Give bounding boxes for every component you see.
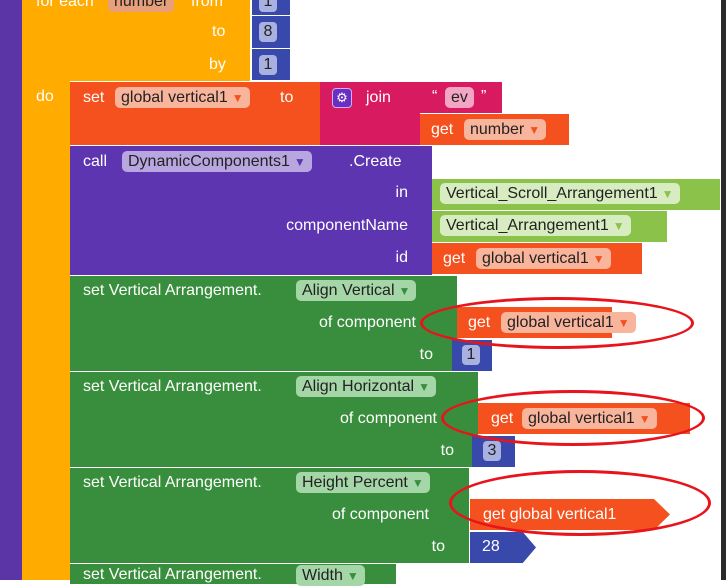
number-value[interactable]: 1 [462,345,480,365]
number-value[interactable]: 3 [483,441,501,461]
of-component-label: of component [332,506,429,523]
for-each-do-column [22,81,70,580]
in-value: Vertical_Scroll_Arrangement1 [446,185,658,202]
to-number-block[interactable]: 8 [252,16,290,48]
dropdown-arrow-icon: ▼ [528,123,541,137]
loop-variable-field[interactable]: number [108,0,175,12]
global-variable-dropdown[interactable]: global vertical1▼ [115,87,250,108]
do-label: do [36,88,54,105]
component-name-label: componentName [286,217,408,234]
arrangement-type-block[interactable]: Vertical_Arrangement1▼ [432,211,667,242]
component-name-value: Vertical_Arrangement1 [446,217,609,234]
dropdown-arrow-icon: ▼ [418,380,430,394]
method-label: .Create [349,153,402,170]
to-label: to [419,346,433,363]
get-label: get [443,250,466,267]
arrangement-type-dropdown[interactable]: Vertical_Arrangement1▼ [440,215,631,236]
setter-label: set Vertical Arrangement. [83,378,262,395]
annotation-ellipse [420,297,694,349]
set-global-block[interactable]: set global vertical1▼ to [70,82,320,145]
join-label: join [366,89,391,106]
component-dropdown[interactable]: DynamicComponents1▼ [122,151,312,172]
scroll-arrangement-block[interactable]: Vertical_Scroll_Arrangement1▼ [432,179,720,210]
to-label: to [440,442,454,459]
setter-label: set Vertical Arrangement. [83,282,262,299]
dropdown-arrow-icon: ▼ [293,155,306,169]
workspace-edge [721,0,726,580]
of-component-label: of component [340,410,437,427]
dropdown-arrow-icon: ▼ [231,91,244,105]
join-block[interactable]: ⚙ join [320,82,420,145]
setter-label: set Vertical Arrangement. [83,566,262,583]
close-quote: ” [481,88,487,105]
outer-procedure-block[interactable] [0,0,22,580]
by-value[interactable]: 1 [259,55,277,75]
property-dropdown[interactable]: Align Vertical▼ [296,280,417,301]
variable-name: global vertical1 [482,250,589,267]
scroll-arrangement-dropdown[interactable]: Vertical_Scroll_Arrangement1▼ [440,183,680,204]
by-number-block[interactable]: 1 [252,49,290,80]
set-width-block[interactable]: set Vertical Arrangement. Width▼ [70,564,396,586]
number-block[interactable]: 28 [470,532,536,563]
gear-icon[interactable]: ⚙ [332,88,352,108]
text-value[interactable]: ev [445,87,474,108]
in-label: in [395,184,408,201]
annotation-ellipse [449,470,711,536]
text-string-block[interactable]: “ ev ” [420,82,502,113]
dropdown-arrow-icon: ▼ [398,284,411,298]
property-dropdown[interactable]: Width▼ [296,565,365,586]
id-label: id [395,249,408,266]
variable-name: number [470,121,525,138]
to-value[interactable]: 8 [259,22,277,42]
to-label: to [212,23,226,40]
set-height-percent-block[interactable]: set Vertical Arrangement. Height Percent… [70,468,469,563]
from-value[interactable]: 1 [259,0,277,12]
dropdown-arrow-icon: ▼ [612,219,625,233]
property-name: Align Vertical [302,282,395,299]
setter-label: set Vertical Arrangement. [83,474,262,491]
property-name: Align Horizontal [302,378,415,395]
number-dropdown[interactable]: number▼ [464,119,547,140]
to-label: to [431,538,445,555]
dropdown-arrow-icon: ▼ [592,252,605,266]
for-each-label: for each [36,0,94,10]
get-label: get [431,121,454,138]
set-align-horizontal-block[interactable]: set Vertical Arrangement. Align Horizont… [70,372,478,467]
from-number-block[interactable]: 1 [252,0,290,15]
for-each-block[interactable] [22,0,250,81]
from-label: from [191,0,223,10]
call-create-block[interactable]: call DynamicComponents1▼ .Create in comp… [70,146,432,275]
dropdown-arrow-icon: ▼ [661,187,674,201]
component-name: DynamicComponents1 [128,153,290,170]
property-name: Width [302,567,343,584]
dropdown-arrow-icon: ▼ [346,569,359,583]
id-variable-dropdown[interactable]: global vertical1▼ [476,248,611,269]
property-dropdown[interactable]: Align Horizontal▼ [296,376,436,397]
set-align-vertical-block[interactable]: set Vertical Arrangement. Align Vertical… [70,276,457,371]
number-value[interactable]: 28 [482,538,500,555]
by-label: by [209,56,226,73]
property-name: Height Percent [302,474,408,491]
get-number-block[interactable]: get number▼ [420,114,569,145]
get-id-block[interactable]: get global vertical1▼ [432,243,642,274]
to-label: to [280,89,294,106]
annotation-ellipse [441,390,705,446]
open-quote: “ [432,88,438,105]
property-dropdown[interactable]: Height Percent▼ [296,472,430,493]
call-label: call [83,153,108,170]
global-variable-name: global vertical1 [121,89,228,106]
set-label: set [83,89,105,106]
of-component-label: of component [319,314,416,331]
dropdown-arrow-icon: ▼ [411,476,424,490]
